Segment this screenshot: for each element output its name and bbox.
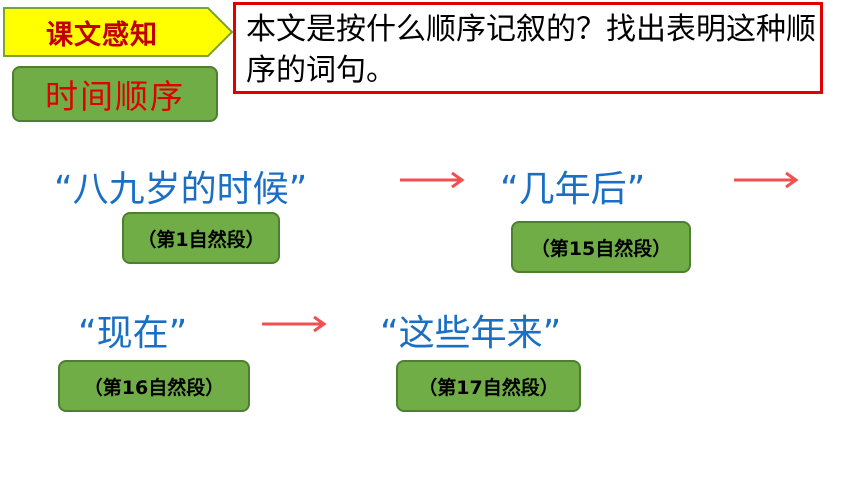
paragraph-label: （第1自然段） <box>137 228 265 251</box>
order-type-badge: 时间顺序 <box>12 66 218 122</box>
paragraph-badge-1: （第1自然段） <box>122 212 280 264</box>
paragraph-label: （第15自然段） <box>530 237 672 260</box>
section-tag: 课文感知 <box>2 6 234 58</box>
paragraph-label: （第16自然段） <box>83 376 225 399</box>
arrow-right-icon <box>262 315 327 333</box>
order-type-label: 时间顺序 <box>45 77 185 116</box>
paragraph-badge-3: （第16自然段） <box>58 360 250 412</box>
paragraph-badge-2: （第15自然段） <box>511 221 691 273</box>
timeline-phrase-1: “八九岁的时候” <box>54 169 308 210</box>
paragraph-badge-4: （第17自然段） <box>396 360 581 412</box>
tag-arrow-shape <box>3 7 234 57</box>
timeline-phrase-2: “几年后” <box>500 169 646 210</box>
timeline-phrase-3: “现在” <box>78 313 188 354</box>
paragraph-label: （第17自然段） <box>418 376 559 399</box>
question-text: 本文是按什么顺序记叙的？找出表明这种顺序的词句。 <box>246 12 816 88</box>
question-box: 本文是按什么顺序记叙的？找出表明这种顺序的词句。 <box>233 2 823 94</box>
arrow-right-icon <box>734 171 799 189</box>
arrow-right-icon <box>400 171 465 189</box>
timeline-phrase-4: “这些年来” <box>380 313 562 354</box>
section-tag-label: 课文感知 <box>46 19 158 51</box>
